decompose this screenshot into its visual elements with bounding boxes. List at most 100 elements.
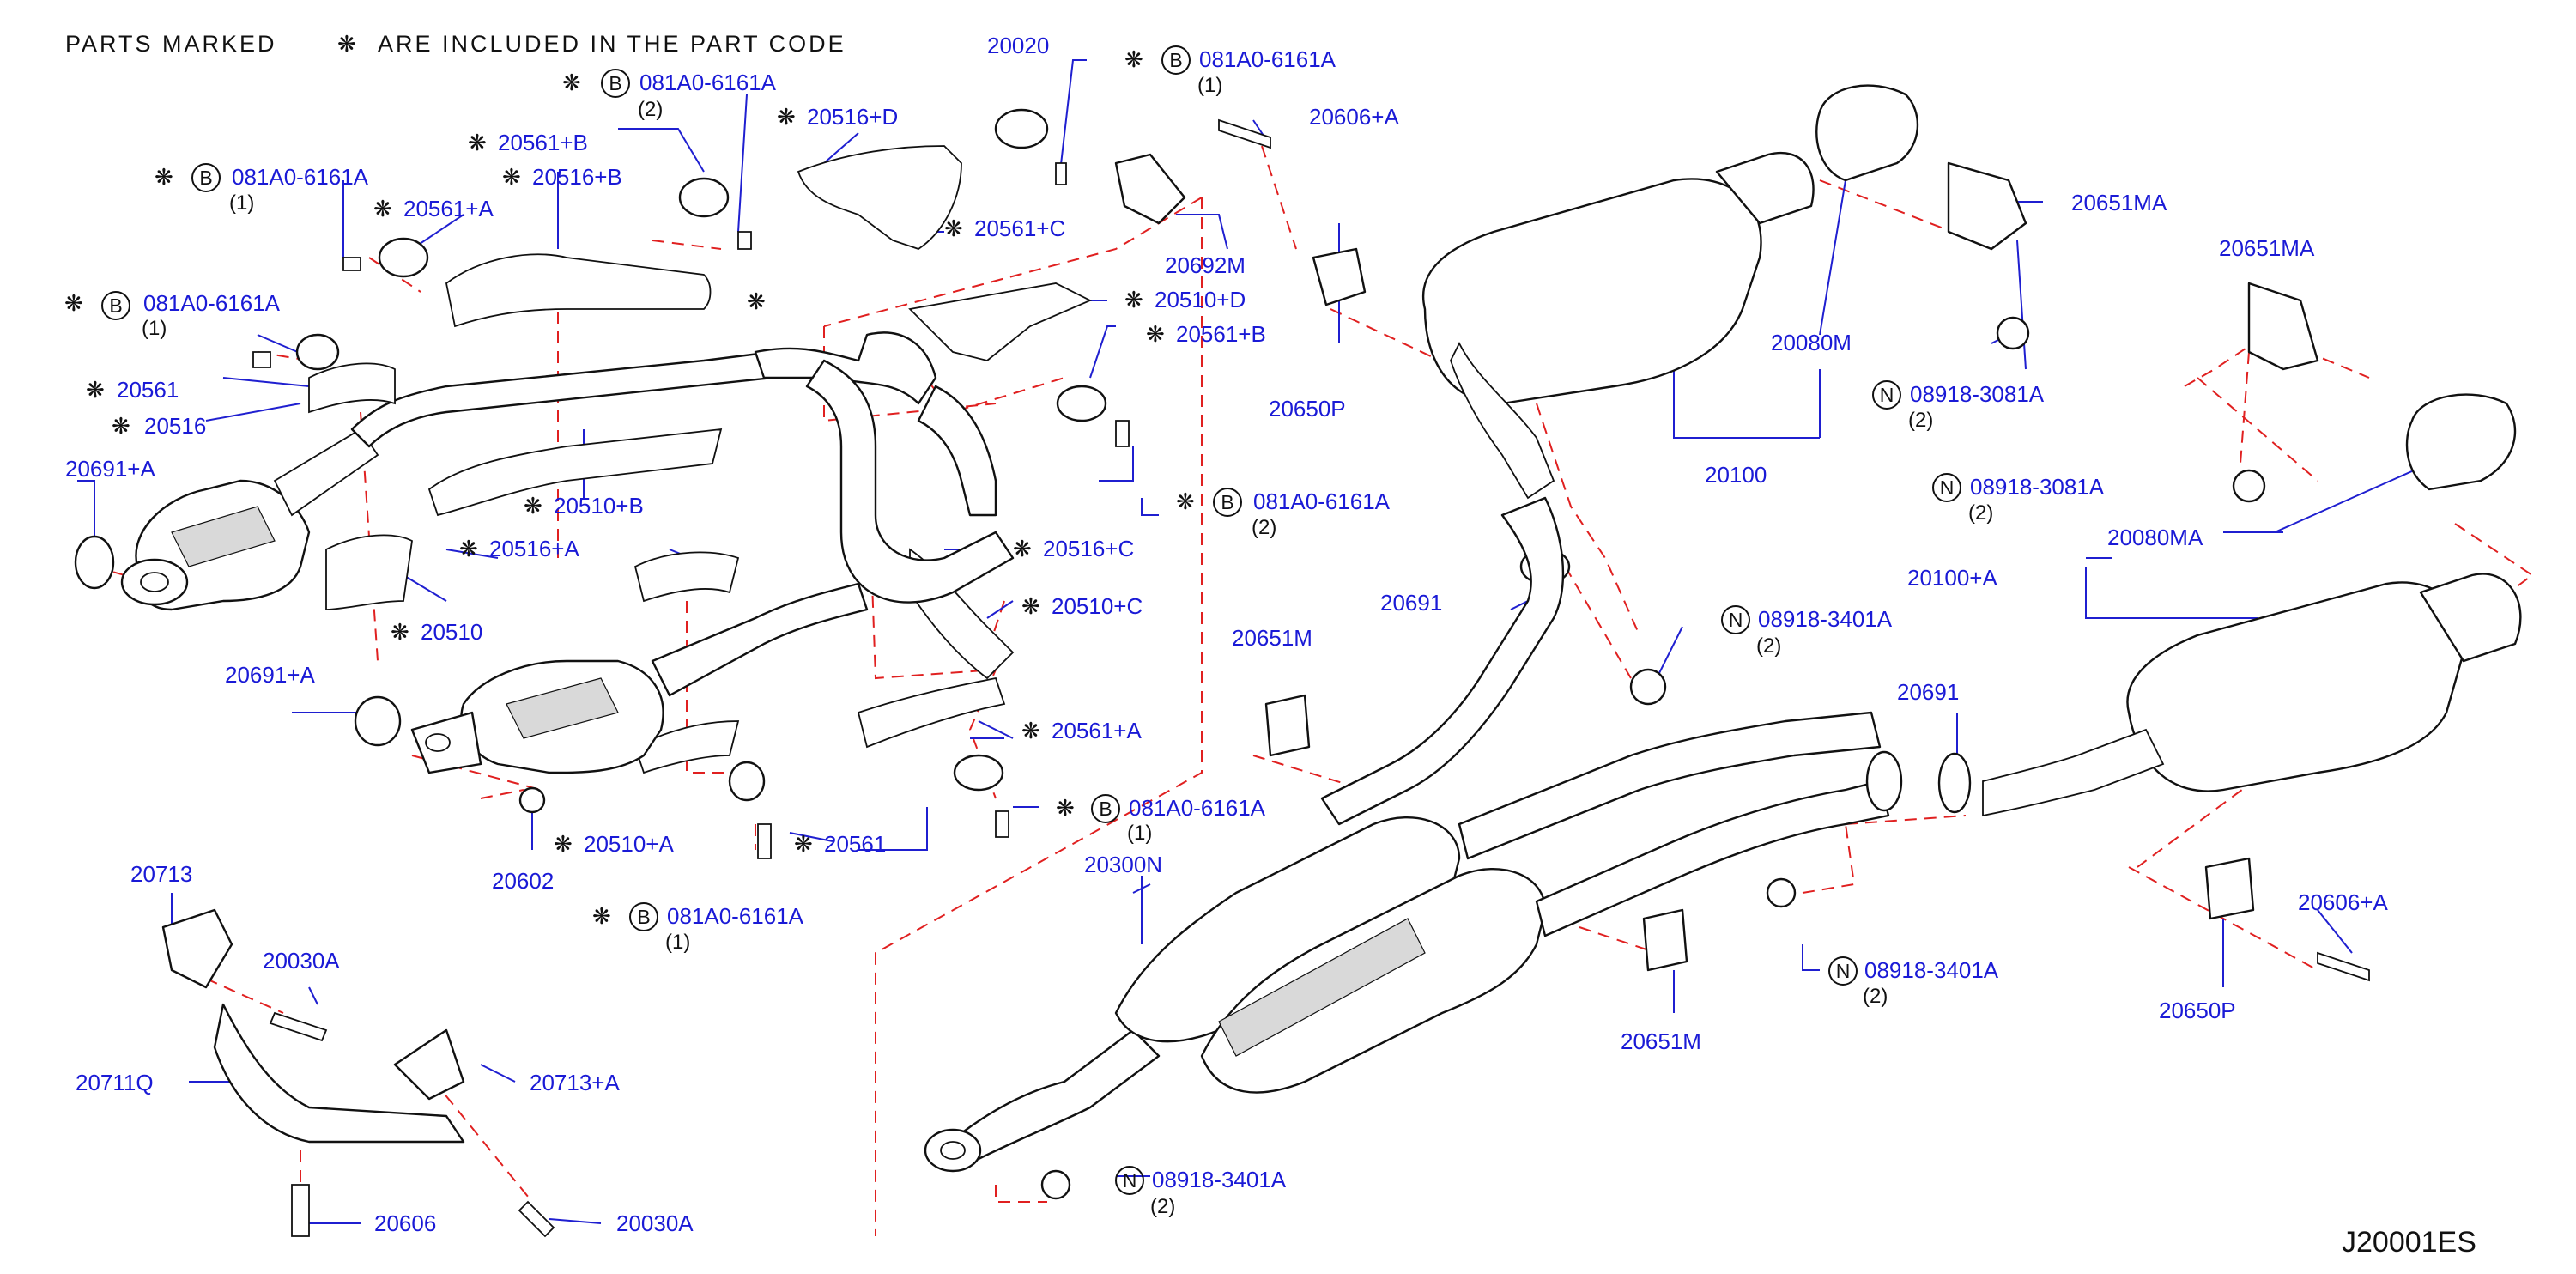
label-20650p-upper: 20650P (1269, 396, 1346, 422)
label-n-08918-3401a-bottom: 08918-3401A (1152, 1167, 1287, 1192)
heat-shield-20510-a (633, 720, 740, 774)
gasket-20691-a-lower (354, 695, 402, 747)
label-20561-left: 20561 (117, 377, 179, 403)
label-20651m-lower: 20651M (1621, 1028, 1701, 1054)
label-20516: 20516 (144, 413, 206, 439)
note-included-text: ARE INCLUDED IN THE PART CODE (378, 31, 846, 57)
label-20606: 20606 (374, 1210, 436, 1236)
parts-marked-note: PARTS MARKED ❋ ARE INCLUDED IN THE PART … (65, 31, 846, 58)
star-20510-b: ❋ (524, 494, 542, 519)
circle-b-bottom1: B (637, 906, 650, 928)
main-muffler-20100-a (1982, 393, 2522, 817)
label-b-081a0-left1: 081A0-6161A (232, 164, 369, 190)
star-20561: ❋ (86, 378, 105, 403)
heat-shield-20516-b (445, 253, 712, 328)
qty-n-3401a-upper: (2) (1756, 634, 1781, 658)
label-n-08918-3401a-right: 08918-3401A (1864, 957, 1999, 983)
label-20510-c: 20510+C (1052, 593, 1143, 619)
label-20080ma: 20080MA (2107, 525, 2203, 550)
clamps (295, 108, 1107, 802)
star-standalone: ❋ (747, 289, 766, 315)
qty-b-bottom1: (1) (665, 931, 690, 954)
star-20510-a: ❋ (554, 832, 573, 858)
qty-b-mid2: (2) (1252, 516, 1276, 539)
label-20561-c: 20561+C (974, 215, 1065, 241)
heat-shield-20510-b (427, 428, 723, 517)
label-20606-a-top: 20606+A (1309, 104, 1399, 130)
heat-shield-20516-a (633, 551, 740, 603)
label-20561-a-top: 20561+A (403, 196, 494, 221)
label-20650p-lower: 20650P (2159, 998, 2236, 1023)
bracket-20651ma-right (2247, 282, 2319, 371)
center-pipe-20300n (924, 711, 1903, 1173)
part-number-labels: 20020 081A0-6161A (1) 20606+A 081A0-6161… (65, 33, 2388, 1236)
bolts (252, 118, 2370, 1238)
label-20561-b-mid: 20561+B (1176, 321, 1266, 347)
label-b-081a0-top1: 081A0-6161A (1199, 46, 1336, 72)
circle-b-pair2: B (609, 72, 621, 94)
label-20691-right: 20691 (1897, 679, 1959, 705)
qty-b-left2: (1) (142, 317, 167, 340)
star-b-pair2: ❋ (562, 70, 581, 96)
label-20602: 20602 (492, 868, 554, 894)
y-pipe-branch (917, 385, 997, 517)
label-20030a-lower: 20030A (616, 1210, 694, 1236)
label-n-08918-3401a-upper: 08918-3401A (1758, 606, 1893, 632)
heat-shield-20516 (308, 362, 396, 414)
qty-n-3401a-right: (2) (1863, 985, 1888, 1008)
star-20561-a-2: ❋ (1021, 719, 1040, 744)
star-b-left1: ❋ (155, 165, 173, 191)
circle-n-3401a: N (1729, 609, 1743, 631)
label-b-081a0-mid2: 081A0-6161A (1253, 488, 1391, 514)
label-20691-a-lower: 20691+A (225, 662, 315, 688)
drawing-code: J20001ES (2342, 1226, 2476, 1259)
star-20516-d: ❋ (777, 105, 796, 130)
label-20100: 20100 (1705, 462, 1767, 488)
star-b-lower1: ❋ (1056, 796, 1075, 822)
qty-b-pair2: (2) (638, 98, 663, 121)
qty-n-3081a-upper: (2) (1908, 409, 1933, 432)
circle-n-3081a: N (1880, 384, 1894, 406)
circle-b-left1: B (199, 167, 212, 189)
heat-shield-20510 (325, 534, 413, 610)
star-b-top1: ❋ (1124, 47, 1143, 73)
circle-b-mid2: B (1221, 491, 1233, 513)
qty-b-lower1: (1) (1127, 822, 1152, 845)
qty-n-3401a-bottom: (2) (1150, 1195, 1175, 1218)
tail-tip-20080ma (2405, 393, 2517, 491)
front-pipe-to-muffler (1320, 496, 1565, 826)
star-20561-c: ❋ (944, 216, 963, 242)
label-20651ma-right: 20651MA (2219, 235, 2315, 261)
label-20692m: 20692M (1165, 252, 1246, 278)
star-20510-c: ❋ (1021, 594, 1040, 620)
label-20516-b: 20516+B (532, 164, 622, 190)
star-20516: ❋ (112, 414, 130, 440)
star-20516-b: ❋ (502, 165, 521, 191)
label-20713: 20713 (130, 861, 192, 887)
label-20516-c: 20516+C (1043, 536, 1134, 561)
star-markers: ❋ ❋ ❋ ❋ ❋ ❋ ❋ ❋ ❋ ❋ ❋ ❋ ❋ ❋ ❋ ❋ ❋ ❋ ❋ ❋ … (64, 47, 1195, 930)
label-20020: 20020 (987, 33, 1049, 58)
label-20080m: 20080M (1771, 330, 1852, 355)
label-20713-a: 20713+A (530, 1070, 620, 1095)
label-n-08918-3081a-lower: 08918-3081A (1970, 474, 2105, 500)
label-20561-lower: 20561 (824, 831, 886, 857)
label-b-081a0-left2: 081A0-6161A (143, 290, 281, 316)
label-n-08918-3081a-upper: 08918-3081A (1910, 381, 2045, 407)
heat-shield-20510-d (908, 282, 1093, 361)
star-20561-2: ❋ (794, 832, 813, 858)
main-muffler-20100 (1421, 84, 1919, 500)
star-20561-b: ❋ (468, 130, 487, 156)
label-b-081a0-bottom1: 081A0-6161A (667, 903, 804, 929)
circle-b-lower1: B (1099, 798, 1112, 820)
gasket-20691-a-upper (74, 535, 115, 590)
tail-tip-20080m (1815, 84, 1919, 182)
heat-shield-20510-c-lower (857, 676, 1006, 749)
label-20300n: 20300N (1084, 852, 1162, 877)
qty-b-top1: (1) (1197, 74, 1222, 97)
label-20691-center: 20691 (1380, 590, 1442, 616)
nuts (518, 316, 2266, 1200)
label-20561-a-lower: 20561+A (1052, 718, 1142, 743)
qty-n-3081a-lower: (2) (1968, 501, 1993, 525)
